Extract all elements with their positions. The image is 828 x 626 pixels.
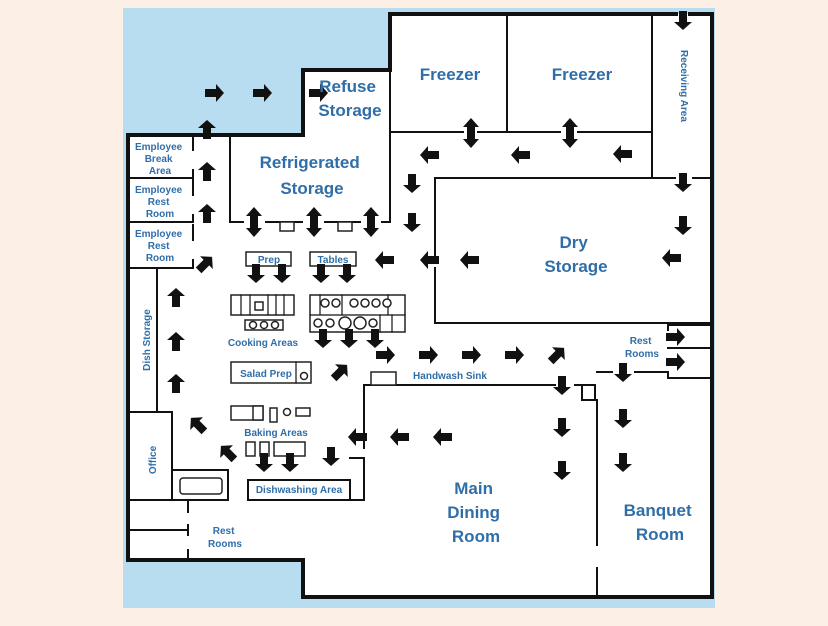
label-main-dining-room: Main Dining Room bbox=[447, 479, 505, 546]
arrow-upleft-baking-upleft-1 bbox=[190, 417, 208, 435]
arrow-left-dining-return-1 bbox=[348, 428, 367, 446]
arrow-updown-freezer1-door bbox=[463, 118, 479, 148]
arrow-right-hall-right-4 bbox=[505, 346, 524, 364]
arrow-upleft-baking-upleft-2 bbox=[220, 445, 238, 463]
arrow-down-bake-down-2 bbox=[281, 453, 299, 472]
label-refuse-storage: Refuse Storage bbox=[318, 77, 381, 120]
arrow-down-cook-down-1 bbox=[314, 329, 332, 348]
salad-prep-counter bbox=[230, 361, 312, 384]
arrow-up-west-up-4 bbox=[167, 288, 185, 307]
label-handwash-sink: Handwash Sink bbox=[413, 371, 487, 382]
arrow-down-recv-down-1 bbox=[674, 173, 692, 192]
arrow-up-west-up-3 bbox=[198, 204, 216, 223]
label-tables: Tables bbox=[318, 255, 349, 266]
label-salad-prep: Salad Prep bbox=[240, 369, 292, 380]
arrow-updown-refrig-door-2 bbox=[306, 207, 322, 237]
arrow-left-corr-top-3 bbox=[613, 145, 632, 163]
label-employee-break-area: Employee Break Area bbox=[135, 142, 185, 177]
arrow-down-bake-down-1 bbox=[255, 453, 273, 472]
arrow-left-dry-out-2 bbox=[420, 251, 439, 269]
label-employee-rest-room-1: Employee Rest Room bbox=[135, 185, 185, 220]
arrow-down-left-corr-down-1 bbox=[403, 174, 421, 193]
arrow-down-tables-down-2 bbox=[338, 264, 356, 283]
arrow-upright-hall-upright bbox=[547, 347, 565, 365]
label-rest-rooms-left: Rest Rooms bbox=[208, 526, 242, 550]
arrow-up-west-up-6 bbox=[167, 374, 185, 393]
arrow-right-restroom-right-2 bbox=[666, 353, 685, 371]
arrow-down-bake-down-3 bbox=[322, 447, 340, 466]
arrow-down-banquet-down-2 bbox=[614, 409, 632, 428]
label-dish-storage: Dish Storage bbox=[142, 309, 153, 371]
arrow-down-banquet-down-3 bbox=[614, 453, 632, 472]
label-employee-rest-room-2: Employee Rest Room bbox=[135, 229, 185, 264]
label-receiving-area: Receiving Area bbox=[678, 50, 689, 122]
label-cooking-areas: Cooking Areas bbox=[228, 338, 299, 349]
arrow-right-hall-right-2 bbox=[419, 346, 438, 364]
arrow-right-refuse-3 bbox=[309, 84, 328, 102]
arrow-left-dry-out-1 bbox=[375, 251, 394, 269]
arrow-left-dry-out-3 bbox=[460, 251, 479, 269]
arrow-down-banquet-down-1 bbox=[614, 363, 632, 382]
arrow-upright-kitchen-upright bbox=[195, 256, 213, 274]
label-refrigerated-storage: Refrigerated Storage bbox=[260, 153, 365, 198]
arrow-up-west-up-5 bbox=[167, 332, 185, 351]
label-dry-storage: Dry Storage bbox=[544, 233, 607, 276]
arrow-updown-refrig-door-1 bbox=[246, 207, 262, 237]
arrow-down-dining-down-3 bbox=[553, 461, 571, 480]
interior-walls bbox=[127, 13, 713, 598]
arrow-right-refuse-2 bbox=[253, 84, 272, 102]
arrow-down-cook-down-2 bbox=[340, 329, 358, 348]
arrow-down-prep-down-2 bbox=[273, 264, 291, 283]
arrow-right-refuse-1 bbox=[205, 84, 224, 102]
arrow-down-recv-down-2 bbox=[674, 216, 692, 235]
label-banquet-room: Banquet Room bbox=[624, 501, 697, 544]
label-rest-rooms-right: Rest Rooms bbox=[625, 336, 659, 360]
arrow-up-west-up-1 bbox=[198, 120, 216, 139]
arrow-down-receiving-in bbox=[674, 11, 692, 30]
arrow-down-dining-down-1 bbox=[553, 376, 571, 395]
arrow-down-prep-down-1 bbox=[247, 264, 265, 283]
label-freezer-1: Freezer bbox=[420, 65, 481, 84]
tables-table bbox=[309, 251, 357, 267]
arrow-right-hall-right-1 bbox=[376, 346, 395, 364]
prep-table bbox=[245, 251, 292, 267]
arrow-up-west-up-2 bbox=[198, 162, 216, 181]
label-prep: Prep bbox=[258, 255, 280, 266]
arrow-updown-freezer2-door bbox=[562, 118, 578, 148]
arrow-updown-refrig-door-3 bbox=[363, 207, 379, 237]
arrow-upright-salad-upright bbox=[330, 364, 348, 382]
label-freezer-2: Freezer bbox=[552, 65, 613, 84]
arrow-left-dining-return-2 bbox=[390, 428, 409, 446]
arrow-right-hall-right-3 bbox=[462, 346, 481, 364]
room-labels: Refuse Storage Freezer Freezer Receiving… bbox=[135, 50, 697, 550]
label-baking-areas: Baking Areas bbox=[244, 428, 308, 439]
arrow-down-cook-down-3 bbox=[366, 329, 384, 348]
arrow-left-dining-return-3 bbox=[433, 428, 452, 446]
kitchen-equipment bbox=[230, 251, 406, 457]
arrow-down-dining-down-2 bbox=[553, 418, 571, 437]
arrow-left-dry-in-right bbox=[662, 249, 681, 267]
label-dishwashing-area: Dishwashing Area bbox=[256, 485, 343, 496]
arrow-down-tables-down-1 bbox=[312, 264, 330, 283]
label-office: Office bbox=[148, 445, 159, 474]
arrow-right-restroom-right-1 bbox=[666, 328, 685, 346]
arrow-left-corr-top-1 bbox=[420, 146, 439, 164]
arrow-left-corr-top-2 bbox=[511, 146, 530, 164]
flow-arrows bbox=[167, 11, 692, 480]
arrow-down-left-corr-down-2 bbox=[403, 213, 421, 232]
